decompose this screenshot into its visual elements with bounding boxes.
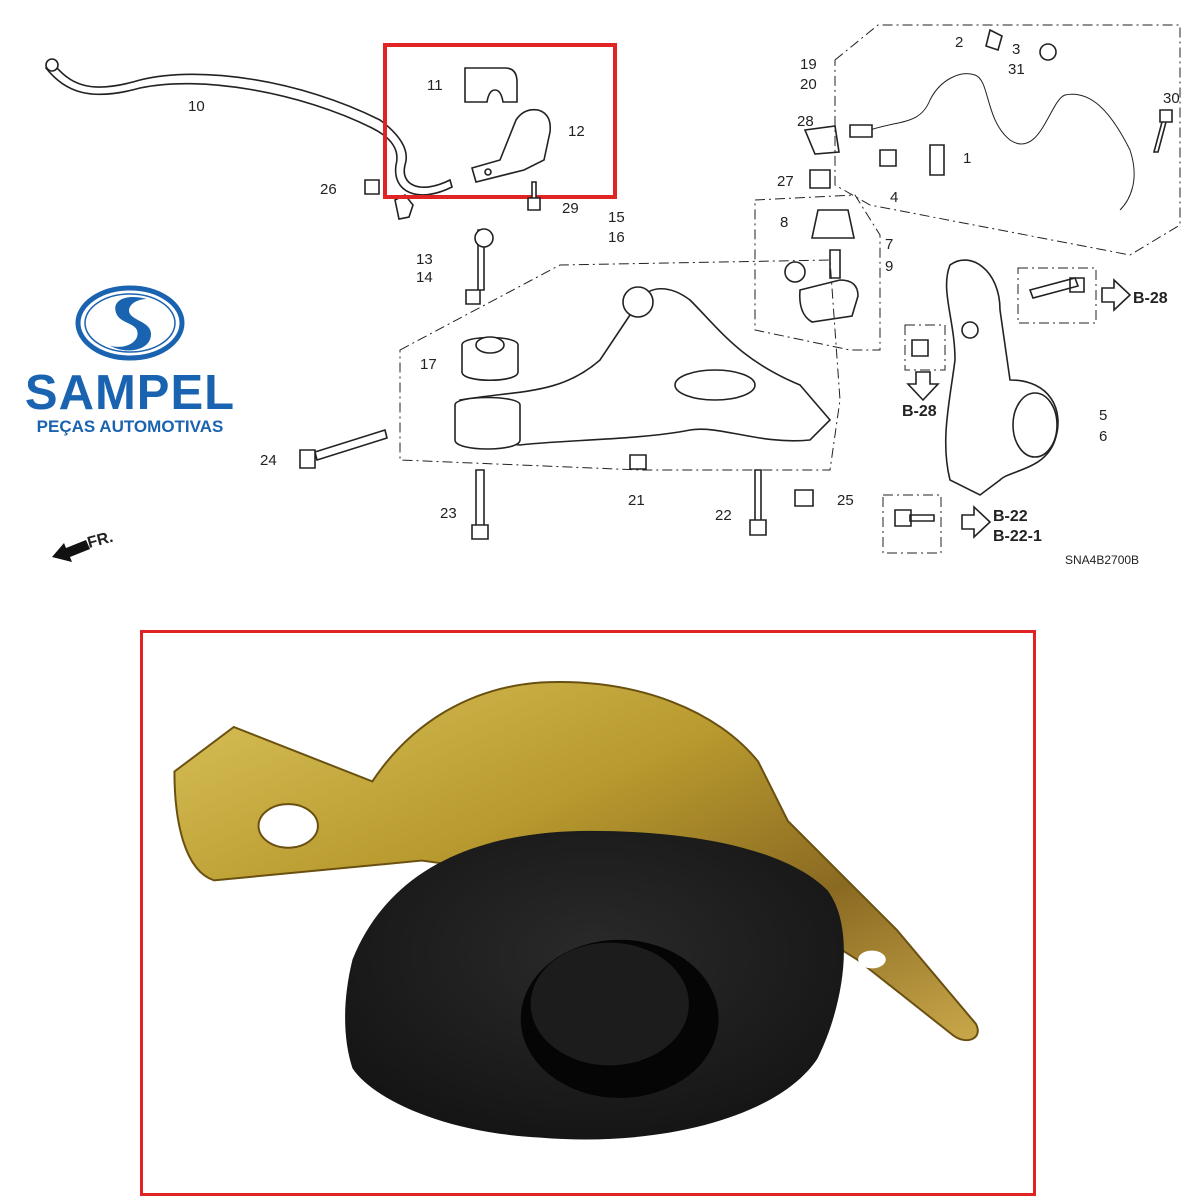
callout-28: 28 <box>797 113 814 130</box>
brand-tagline: PEÇAS AUTOMOTIVAS <box>36 417 224 436</box>
callout-3: 3 <box>1012 41 1020 58</box>
callout-20: 20 <box>800 76 817 93</box>
lower-control-arm <box>454 286 832 450</box>
callout-labels: 10 11 12 26 29 15 16 13 14 17 24 23 21 2… <box>188 34 1180 567</box>
reference-arrow-icon <box>961 505 992 539</box>
product-photo-frame <box>140 630 1036 1196</box>
callout-22: 22 <box>715 507 732 524</box>
callout-15: 15 <box>608 209 625 226</box>
reference-arrow-icon <box>1101 278 1132 312</box>
reference-b28: B-28 <box>1133 290 1168 307</box>
stabilizer-bar <box>44 58 453 220</box>
callout-23: 23 <box>440 505 457 522</box>
callout-25: 25 <box>837 492 854 509</box>
sampel-logo: SAMPEL PEÇAS AUTOMOTIVAS <box>10 285 250 436</box>
bolts <box>299 109 1173 540</box>
callout-5: 5 <box>1099 407 1107 424</box>
stabilizer-bushing-photo <box>173 681 979 1140</box>
callout-4: 4 <box>890 189 898 206</box>
bushing-part-11 <box>464 67 518 103</box>
wheel-speed-sensor <box>803 28 1135 211</box>
callout-21: 21 <box>628 492 645 509</box>
callout-11: 11 <box>427 77 443 94</box>
reference-arrow-icon <box>906 371 940 402</box>
reference-b22: B-22 <box>993 508 1028 525</box>
callout-2: 2 <box>955 34 963 51</box>
brand-name: SAMPEL <box>24 366 236 420</box>
callout-10: 10 <box>188 98 205 115</box>
highlighted-parts-box <box>383 43 617 199</box>
callout-29: 29 <box>562 200 579 217</box>
steering-knuckle <box>944 259 1059 496</box>
callout-31: 31 <box>1008 61 1025 78</box>
callout-16: 16 <box>608 229 625 246</box>
reference-b28: B-28 <box>902 403 937 420</box>
front-direction-arrow: FR. <box>52 529 115 562</box>
sampel-s-emblem-icon <box>75 285 185 361</box>
callout-19: 19 <box>800 56 817 73</box>
callout-7: 7 <box>885 236 893 253</box>
diagram-code: SNA4B2700B <box>1065 553 1139 567</box>
callout-24: 24 <box>260 452 277 469</box>
callout-13: 13 <box>416 251 433 268</box>
bracket-part-12 <box>471 108 552 183</box>
callout-26: 26 <box>320 181 337 198</box>
front-label: FR. <box>86 529 115 552</box>
callout-17: 17 <box>420 356 437 373</box>
callout-14: 14 <box>416 269 433 286</box>
callout-9: 9 <box>885 258 893 275</box>
callout-27: 27 <box>777 173 794 190</box>
callout-30: 30 <box>1163 90 1180 107</box>
callout-1: 1 <box>963 150 971 167</box>
reference-b22-1: B-22-1 <box>993 528 1042 545</box>
ball-joint <box>784 209 859 323</box>
callout-6: 6 <box>1099 428 1107 445</box>
callout-12: 12 <box>568 123 585 140</box>
callout-8: 8 <box>780 214 788 231</box>
exploded-parts-diagram: FR. 10 11 12 26 29 15 16 13 14 17 24 23 … <box>44 24 1181 567</box>
